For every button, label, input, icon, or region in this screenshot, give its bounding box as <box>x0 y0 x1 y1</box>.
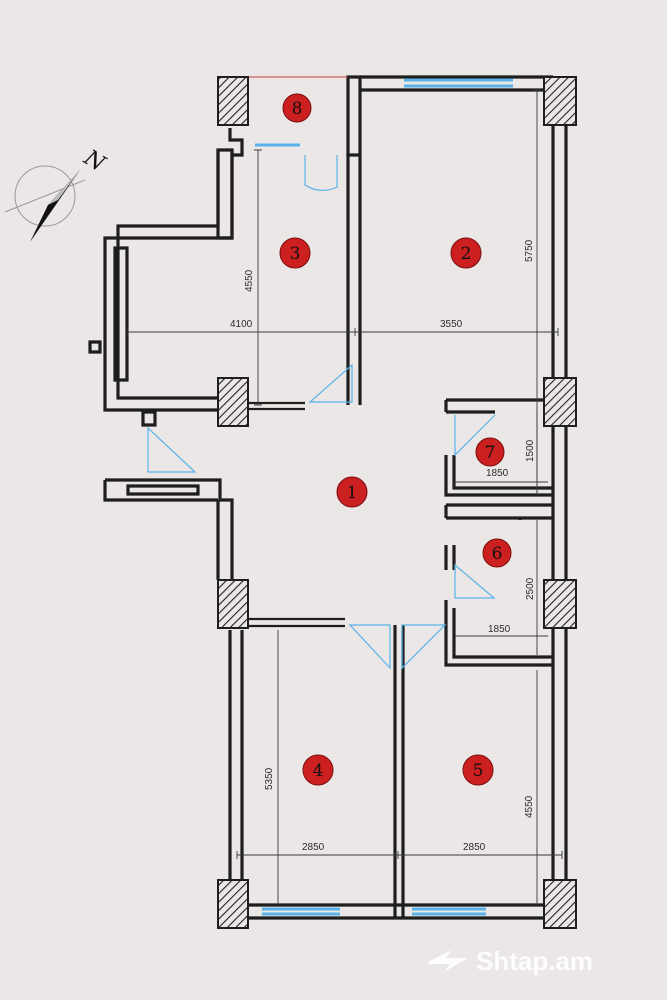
room-number-3: 3 <box>290 244 301 264</box>
dimension-lines <box>127 89 563 905</box>
room-number-4: 4 <box>313 761 324 781</box>
dim-room3-height: 4550 <box>244 269 255 292</box>
room-badge-4: 4 <box>302 754 334 786</box>
room-badge-2: 2 <box>450 237 482 269</box>
dim-room2-height: 5750 <box>524 239 535 262</box>
walls <box>88 75 568 920</box>
room-number-7: 7 <box>485 443 496 463</box>
dim-room5-width: 2850 <box>463 842 486 853</box>
dim-room6-height: 2500 <box>525 577 536 600</box>
watermark: Shtap.am <box>428 946 593 976</box>
dim-room2-width: 3550 <box>440 319 463 330</box>
compass-north-label: N <box>79 145 110 177</box>
dim-room3-width: 4100 <box>230 319 253 330</box>
north-compass: N <box>4 145 110 242</box>
dim-room4-height: 5350 <box>264 767 275 790</box>
compass-circle <box>14 165 76 227</box>
room-badge-3: 3 <box>279 237 311 269</box>
dim-room7-width: 1850 <box>486 468 509 479</box>
room-badges: 1 2 3 4 5 6 7 8 <box>279 93 512 786</box>
dim-room4-width: 2850 <box>302 842 325 853</box>
columns <box>217 76 577 929</box>
compass-axis <box>4 179 86 213</box>
room-number-2: 2 <box>461 244 472 264</box>
room-number-8: 8 <box>292 99 303 119</box>
room-number-1: 1 <box>347 483 358 503</box>
room-badge-1: 1 <box>336 476 368 508</box>
room-badge-5: 5 <box>462 754 494 786</box>
room-number-6: 6 <box>492 544 503 564</box>
watermark-text: Shtap.am <box>476 946 593 976</box>
room-badge-6: 6 <box>482 538 512 568</box>
dim-room6-width: 1850 <box>488 624 511 635</box>
doors <box>147 155 496 670</box>
dimension-labels: 4550 5750 4100 3550 1850 1500 2500 1850 … <box>230 239 536 853</box>
room-badge-7: 7 <box>475 437 505 467</box>
watermark-logo-icon <box>428 950 468 972</box>
dim-room7-height: 1500 <box>525 439 536 462</box>
room-badge-8: 8 <box>282 93 312 123</box>
room-number-5: 5 <box>473 761 484 781</box>
windows <box>255 78 513 916</box>
compass-needle-icon <box>30 170 80 242</box>
dim-room5-height: 4550 <box>524 795 535 818</box>
